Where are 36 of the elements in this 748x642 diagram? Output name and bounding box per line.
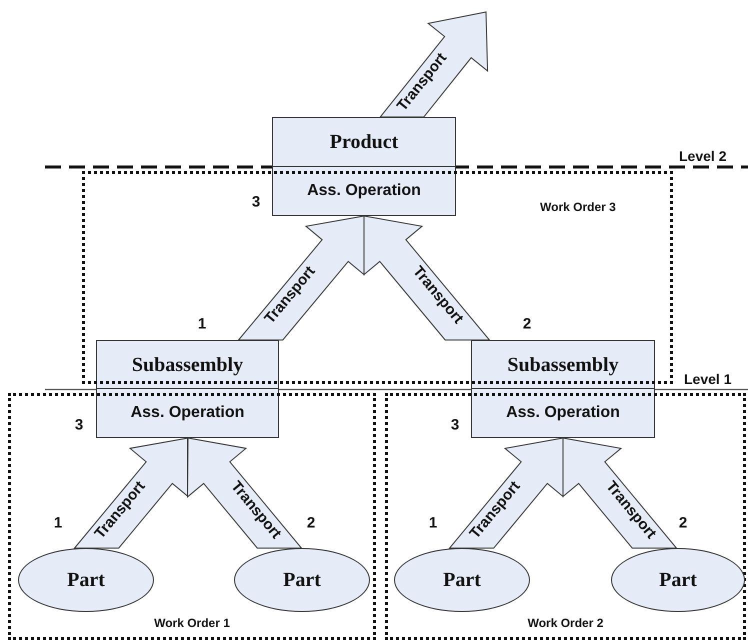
level-label: Level 2	[679, 148, 726, 164]
callout-number: 3	[74, 416, 84, 434]
callout-number: 1	[54, 514, 62, 532]
box-text: Ass. Operation	[97, 388, 278, 437]
box-text: Ass. Operation	[472, 388, 654, 437]
work-order-frame	[385, 393, 746, 640]
callout-number: 3	[252, 194, 260, 210]
work-order-frame	[8, 393, 376, 640]
level-label: Level 1	[684, 371, 732, 387]
node-label: Part	[283, 568, 321, 592]
process-box	[272, 117, 456, 216]
block-arrow	[237, 216, 364, 340]
box-text: Ass. Operation	[273, 166, 455, 215]
frame-label: Work Order 2	[528, 616, 604, 630]
box-heading: Subassembly	[130, 352, 244, 378]
callout-number: 3	[450, 416, 460, 434]
node-label: Part	[659, 568, 697, 592]
block-arrow	[448, 438, 564, 549]
callout-number: 1	[198, 316, 206, 332]
block-arrow	[364, 216, 491, 340]
process-box	[96, 340, 279, 438]
frame-label: Work Order 1	[154, 616, 230, 630]
callout-number: 1	[428, 514, 438, 532]
block-arrow	[187, 437, 303, 549]
box-heading: Subassembly	[506, 352, 620, 378]
callout-number: 2	[522, 316, 532, 332]
block-arrow	[73, 438, 188, 549]
node-label: Part	[67, 568, 105, 592]
block-arrow	[562, 438, 678, 549]
callout-number: 2	[678, 514, 688, 532]
callout-number: 2	[306, 514, 316, 532]
block-arrow	[379, 11, 488, 118]
node-label: Part	[443, 568, 481, 592]
process-box	[471, 340, 655, 438]
box-heading: Product	[328, 130, 400, 155]
frame-label: Work Order 3	[540, 200, 616, 214]
